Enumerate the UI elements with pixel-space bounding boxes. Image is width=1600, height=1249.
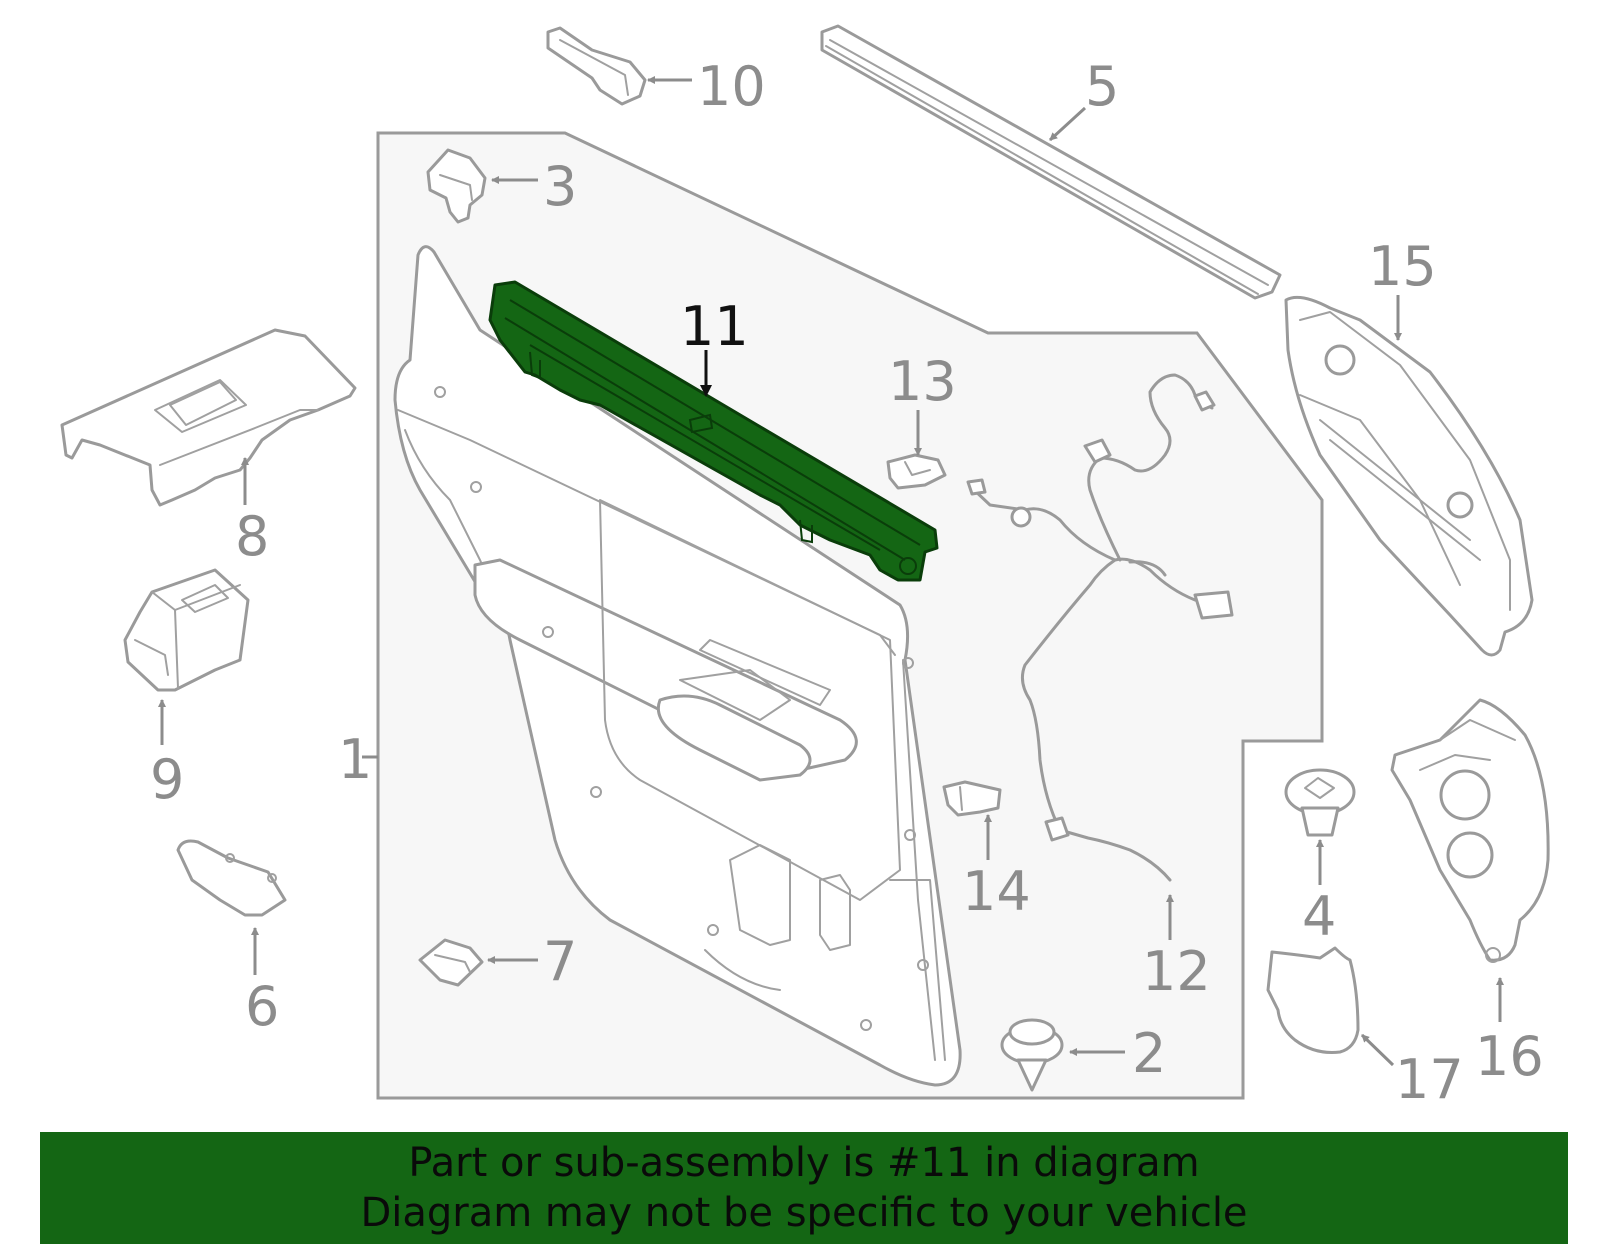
part-15-door-module <box>1284 295 1534 657</box>
label-13: 13 <box>888 350 957 413</box>
banner-line-part-number: Part or sub-assembly is #11 in diagram <box>408 1140 1200 1186</box>
part-14-clip <box>942 780 1002 817</box>
label-15: 15 <box>1368 235 1437 298</box>
parts-diagram: 1 2 3 4 5 6 7 8 9 10 11 12 13 14 15 16 1… <box>60 24 1550 1111</box>
label-6: 6 <box>245 975 279 1038</box>
part-12-wiring-harness <box>966 373 1234 882</box>
label-17: 17 <box>1395 1048 1464 1111</box>
callout-labels: 1 2 3 4 5 6 7 8 9 10 11 12 13 14 15 16 1… <box>150 55 1544 1111</box>
label-3: 3 <box>543 155 577 218</box>
label-16: 16 <box>1475 1025 1544 1088</box>
info-banner: Part or sub-assembly is #11 in diagram D… <box>40 1132 1568 1244</box>
label-14: 14 <box>962 860 1031 923</box>
door-trim-panel <box>393 245 962 1087</box>
part-16-speaker-housing <box>1390 698 1550 963</box>
leader-lines <box>158 76 1504 1067</box>
part-6-bracket <box>176 839 287 917</box>
label-8: 8 <box>235 505 269 568</box>
part-8-switch-bezel <box>60 328 357 507</box>
part-17-pad <box>1266 946 1360 1054</box>
label-2: 2 <box>1132 1022 1166 1085</box>
part-7-clip <box>418 938 484 987</box>
part-4-push-pin <box>1284 768 1356 837</box>
label-5: 5 <box>1085 55 1119 118</box>
part-3-clip <box>426 148 487 224</box>
label-11: 11 <box>680 295 749 358</box>
part-11-beltline-rail <box>488 280 939 582</box>
label-10: 10 <box>697 55 766 118</box>
label-4: 4 <box>1302 885 1336 948</box>
label-12: 12 <box>1142 940 1211 1003</box>
label-1: 1 <box>338 728 372 791</box>
banner-line-disclaimer: Diagram may not be specific to your vehi… <box>360 1190 1248 1236</box>
part-9-switch <box>123 568 250 692</box>
part-10-clip <box>546 26 647 106</box>
part-2-push-pin <box>1000 1018 1064 1092</box>
part-5-weatherstrip <box>820 24 1282 300</box>
label-7: 7 <box>543 930 577 993</box>
label-9: 9 <box>150 748 184 811</box>
